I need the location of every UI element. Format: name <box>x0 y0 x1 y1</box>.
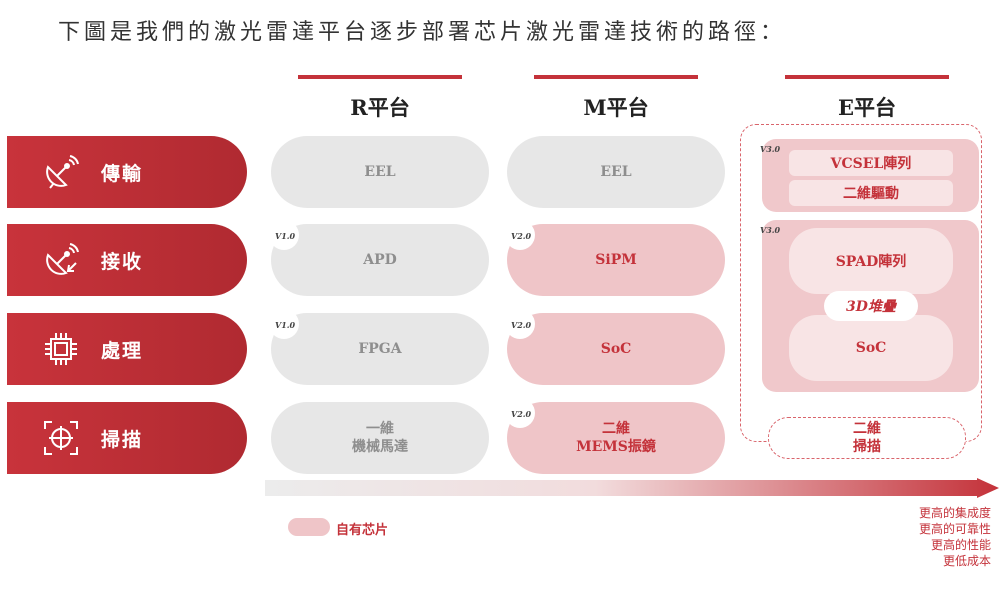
benefit-cost: 更低成本 <box>942 554 991 568</box>
version-badge: V3.0 <box>760 225 781 235</box>
benefits-list: 更高的集成度 更高的可靠性 更高的性能 更低成本 <box>919 505 991 569</box>
e-vcsel-array: VCSEL陣列 <box>789 150 953 176</box>
benefit-integration: 更高的集成度 <box>918 506 991 520</box>
chip-icon <box>41 329 81 369</box>
satellite-dish-receive-icon <box>41 240 81 280</box>
e-2d-drive: 二維驅動 <box>789 180 953 206</box>
version-badge: V2.0 <box>505 398 535 428</box>
m-platform-title: M平台 <box>583 95 649 120</box>
m-transmit-text: EEL <box>600 164 632 180</box>
e-spad-array: SPAD陣列 <box>789 228 953 294</box>
m-receive-sipm: V2.0 SiPM <box>505 220 725 296</box>
row-label-scan: 掃描 <box>101 428 144 451</box>
version-badge: V2.0 <box>505 309 535 339</box>
e-receive-process-block: V3.0 SPAD陣列 SoC 3D堆疊 <box>760 220 979 392</box>
benefit-performance: 更高的性能 <box>930 538 991 552</box>
benefit-reliability: 更高的可靠性 <box>918 522 991 536</box>
e-scan-2d: 二維 掃描 <box>768 417 966 459</box>
version-badge: V2.0 <box>505 220 535 250</box>
legend-label: 自有芯片 <box>336 523 389 538</box>
m-process-soc: V2.0 SoC <box>505 309 725 385</box>
r-process-fpga: V1.0 FPGA <box>269 309 489 385</box>
e-soc: SoC <box>789 315 953 381</box>
r-transmit-text: EEL <box>364 164 396 180</box>
progression-arrow <box>265 478 999 498</box>
e-transmit-block: V3.0 VCSEL陣列 二維驅動 <box>760 139 979 212</box>
m-receive-text: SiPM <box>595 252 637 268</box>
r-platform-bar <box>298 75 462 79</box>
legend-swatch <box>288 518 330 536</box>
m-transmit-eel: EEL <box>507 136 725 208</box>
m-platform-bar <box>534 75 698 79</box>
e-platform-title: E平台 <box>837 95 896 120</box>
m-scan-mems: V2.0 二維 MEMS振鏡 <box>505 398 725 474</box>
e-scan-line1: 二維 <box>853 421 881 437</box>
r-platform-title: R平台 <box>350 95 410 120</box>
version-badge: V1.0 <box>269 309 299 339</box>
satellite-dish-transmit-icon <box>41 152 81 192</box>
page-title: 下圖是我們的激光雷達平台逐步部署芯片激光雷達技術的路徑： <box>58 20 787 45</box>
e-3d-stacking: 3D堆疊 <box>824 291 918 321</box>
row-receive: 接收 <box>7 224 247 296</box>
version-badge: V1.0 <box>269 220 299 250</box>
r-receive-text: APD <box>363 252 397 268</box>
row-label-receive: 接收 <box>101 250 144 273</box>
r-scan-motor: 一維 機械馬達 <box>271 402 489 474</box>
row-label-process: 處理 <box>101 339 144 362</box>
r-transmit-eel: EEL <box>271 136 489 208</box>
r-scan-line2: 機械馬達 <box>352 439 408 455</box>
version-badge: V3.0 <box>760 144 781 154</box>
m-process-text: SoC <box>600 341 632 357</box>
row-scan: 掃描 <box>7 402 247 474</box>
r-scan-line1: 一維 <box>366 421 394 437</box>
row-process: 處理 <box>7 313 247 385</box>
m-scan-line1: 二維 <box>602 421 630 437</box>
r-receive-apd: V1.0 APD <box>269 220 489 296</box>
r-process-text: FPGA <box>358 341 402 357</box>
row-label-transmit: 傳輸 <box>101 162 144 185</box>
e-scan-line2: 掃描 <box>853 439 881 455</box>
e-platform-bar <box>785 75 949 79</box>
row-transmit: 傳輸 <box>7 136 247 208</box>
crosshair-scan-icon <box>41 418 81 458</box>
m-scan-line2: MEMS振鏡 <box>576 439 656 455</box>
